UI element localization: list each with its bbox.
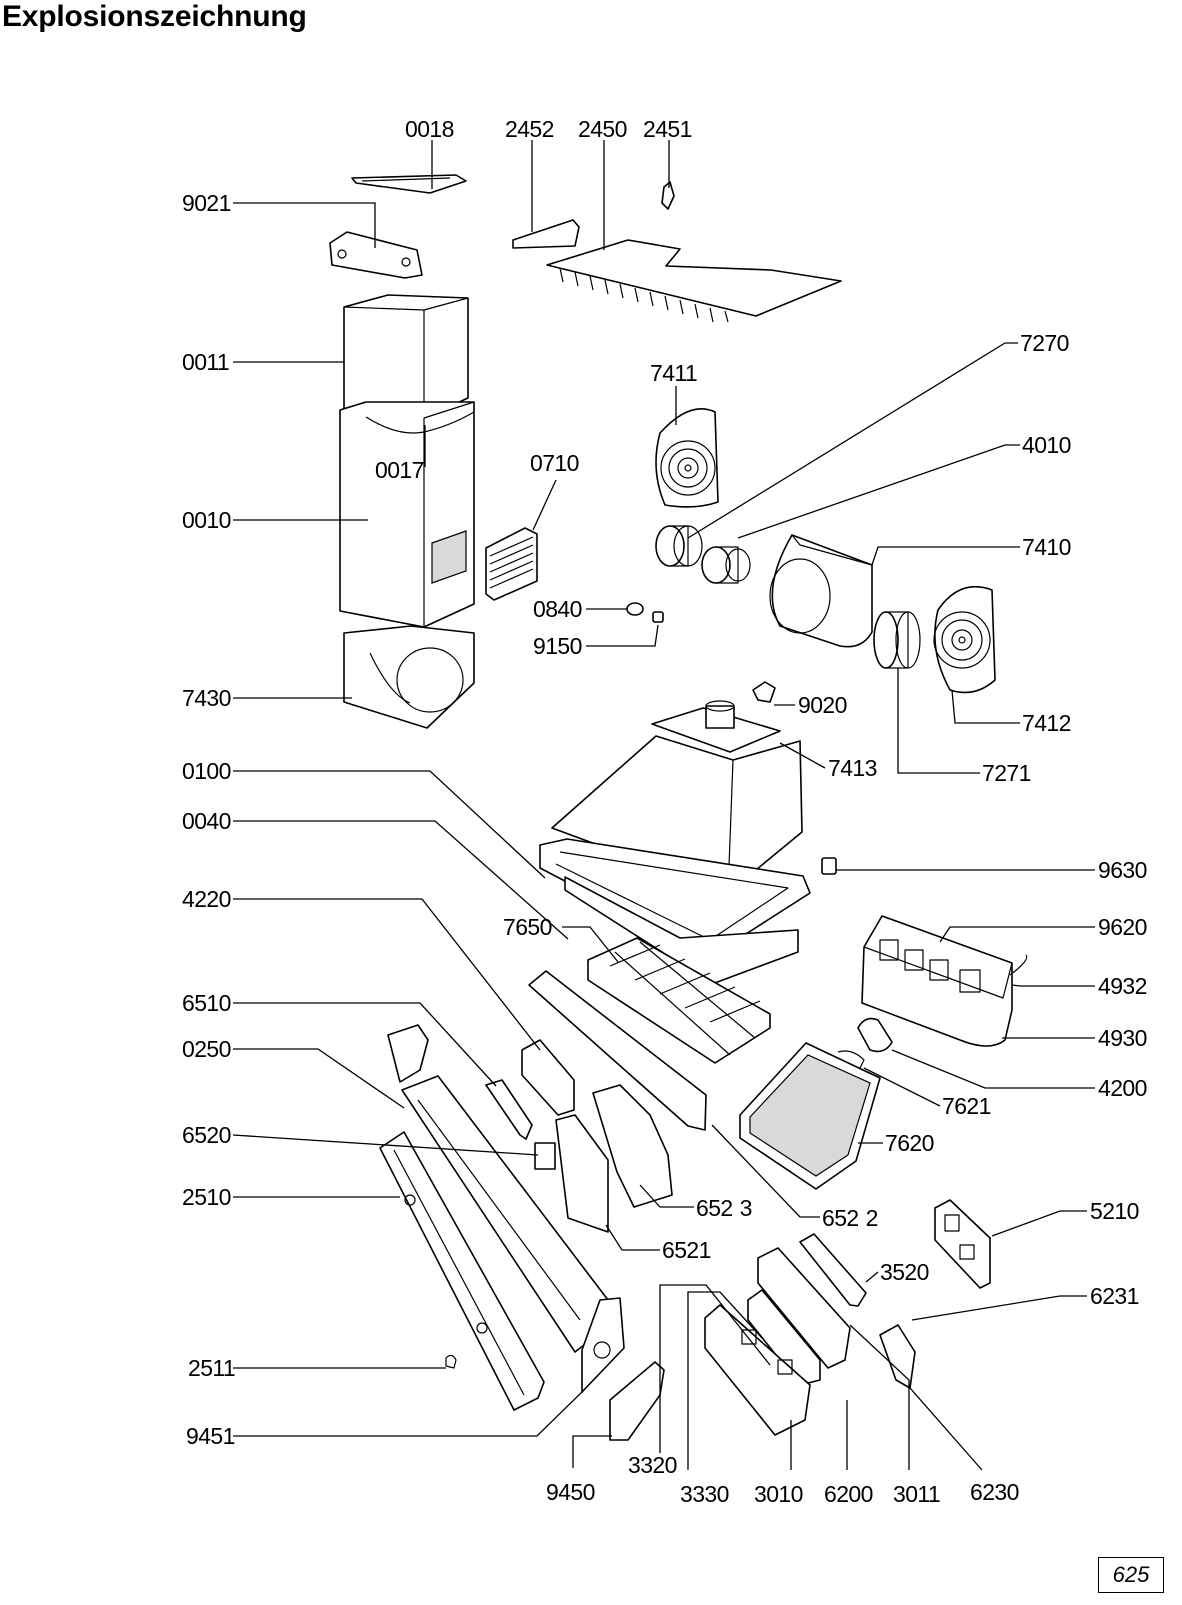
label-7410: 7410: [1022, 534, 1071, 560]
label-0710: 0710: [530, 450, 579, 476]
label-6523: 652 3: [696, 1195, 752, 1221]
part-number-labels: 0018 2452 2450 2451 9021 0011 7270 7411 …: [182, 116, 1147, 1507]
label-2451: 2451: [643, 116, 692, 142]
label-0840: 0840: [533, 596, 582, 622]
label-2452: 2452: [505, 116, 554, 142]
label-6523-number: 652: [696, 1195, 733, 1221]
label-6510: 6510: [182, 990, 231, 1016]
label-4200: 4200: [1098, 1075, 1147, 1101]
label-9021: 9021: [182, 190, 231, 216]
label-6231: 6231: [1090, 1283, 1139, 1309]
label-6200: 6200: [824, 1481, 873, 1507]
label-3520: 3520: [880, 1259, 929, 1285]
label-7620: 7620: [885, 1130, 934, 1156]
label-3011: 3011: [893, 1481, 940, 1507]
page-number-box: 625: [1098, 1557, 1164, 1593]
label-4932: 4932: [1098, 973, 1147, 999]
label-0017: 0017: [375, 457, 424, 483]
label-7621: 7621: [942, 1093, 991, 1119]
label-7271: 7271: [982, 760, 1031, 786]
label-7650: 7650: [503, 914, 552, 940]
label-3010: 3010: [754, 1481, 803, 1507]
label-0011: 0011: [182, 349, 229, 375]
label-9630: 9630: [1098, 857, 1147, 883]
label-6523-suffix: 3: [740, 1195, 752, 1221]
label-0100: 0100: [182, 758, 231, 784]
label-9450: 9450: [546, 1479, 595, 1505]
label-6522-number: 652: [822, 1205, 859, 1231]
label-6522-suffix: 2: [866, 1205, 878, 1231]
parts-illustration: [329, 174, 1028, 1441]
label-7430: 7430: [182, 685, 231, 711]
label-9020: 9020: [798, 692, 847, 718]
label-4930: 4930: [1098, 1025, 1147, 1051]
label-5210: 5210: [1090, 1198, 1139, 1224]
label-6520: 6520: [182, 1122, 231, 1148]
leader-lines: [232, 140, 1095, 1471]
label-3320: 3320: [628, 1452, 677, 1478]
label-9150: 9150: [533, 633, 582, 659]
label-6521: 6521: [662, 1237, 711, 1263]
label-2511: 2511: [188, 1355, 235, 1381]
label-2450: 2450: [578, 116, 627, 142]
label-3330: 3330: [680, 1481, 729, 1507]
label-7270: 7270: [1020, 330, 1069, 356]
label-9451: 9451: [186, 1423, 235, 1449]
label-7413: 7413: [828, 755, 877, 781]
label-9620: 9620: [1098, 914, 1147, 940]
label-7412: 7412: [1022, 710, 1071, 736]
label-6522: 652 2: [822, 1205, 878, 1231]
label-0040: 0040: [182, 808, 231, 834]
label-4220: 4220: [182, 886, 231, 912]
label-7411: 7411: [650, 360, 697, 386]
label-0018: 0018: [405, 116, 454, 142]
label-0010: 0010: [182, 507, 231, 533]
label-4010: 4010: [1022, 432, 1071, 458]
label-0250: 0250: [182, 1036, 231, 1062]
page-title: Explosionszeichnung: [2, 0, 307, 33]
label-6230: 6230: [970, 1479, 1019, 1505]
label-2510: 2510: [182, 1184, 231, 1210]
